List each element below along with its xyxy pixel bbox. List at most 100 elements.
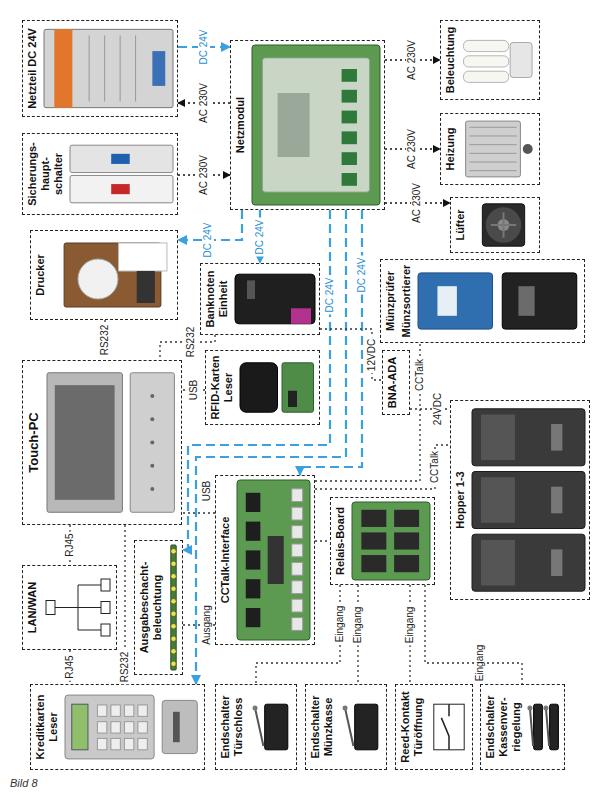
power-line xyxy=(196,210,346,684)
device-picture xyxy=(97,705,106,716)
device-picture xyxy=(120,35,121,101)
device-picture xyxy=(246,522,261,541)
device-illustration xyxy=(64,243,167,307)
device-picture xyxy=(97,738,106,749)
connector-label: CCTalk xyxy=(429,449,441,485)
device-picture xyxy=(54,29,72,107)
component-label: LAN/WAN xyxy=(23,566,39,649)
device-illustration xyxy=(46,579,110,636)
device-illustration xyxy=(235,274,315,324)
power-line xyxy=(183,210,330,550)
device-picture xyxy=(101,579,110,591)
signal-line xyxy=(410,408,450,409)
device-picture xyxy=(472,472,585,529)
device-picture xyxy=(550,704,559,750)
connector-label: DC 24V xyxy=(324,275,336,314)
connector-label: AC 230V xyxy=(406,38,418,82)
device-picture xyxy=(173,712,180,742)
device-picture xyxy=(138,738,147,749)
device-picture xyxy=(124,705,133,716)
connector-layer xyxy=(10,5,600,775)
device-picture xyxy=(78,630,101,631)
device-picture xyxy=(469,162,516,163)
device-picture xyxy=(101,602,110,614)
device-illustration xyxy=(252,45,380,205)
component-box: Beleuchtung xyxy=(440,20,540,100)
device-illustration xyxy=(466,121,533,177)
device-picture xyxy=(463,40,508,51)
component-label: Ausgabeschacht- beleuchtung xyxy=(135,541,164,674)
device-picture xyxy=(546,708,549,746)
signal-line xyxy=(256,585,340,684)
signal-line xyxy=(182,512,215,513)
device-picture xyxy=(288,391,297,407)
device-picture xyxy=(138,722,147,733)
connector-label: 24VDC xyxy=(432,391,444,427)
device-picture xyxy=(89,35,90,101)
device-picture xyxy=(246,579,261,598)
device-picture xyxy=(282,363,314,412)
device-picture xyxy=(292,507,303,520)
device-picture xyxy=(171,612,176,617)
device-picture xyxy=(342,131,357,144)
device-picture xyxy=(150,441,154,445)
component-box: Endschalter Türschloss xyxy=(215,684,297,770)
device-illustration xyxy=(527,704,558,750)
diagram-frame: Netzteil DC 24VNetzmodulSicherungs- haup… xyxy=(10,5,600,775)
device-picture xyxy=(171,599,176,604)
figure-caption: Bild 8 xyxy=(10,777,38,789)
connector-label: USB xyxy=(201,479,213,504)
device-picture xyxy=(394,532,419,549)
device-picture xyxy=(482,204,524,246)
device-picture xyxy=(111,184,130,194)
component-label: Touch-PC xyxy=(23,361,42,524)
device-picture xyxy=(138,705,147,716)
device-picture xyxy=(46,601,55,615)
device-picture xyxy=(434,704,464,750)
device-illustration xyxy=(171,545,176,670)
device-picture xyxy=(237,480,310,640)
device-picture xyxy=(469,127,516,128)
device-illustration xyxy=(240,363,314,412)
device-picture xyxy=(441,718,449,736)
device-picture xyxy=(342,111,357,124)
component-label: Münzprüfer xyxy=(381,260,397,342)
device-picture xyxy=(292,489,303,502)
device-picture xyxy=(235,274,315,324)
device-picture xyxy=(502,273,577,329)
component-box: Endschalter Kassenver- riegelung xyxy=(480,684,565,770)
device-picture xyxy=(78,585,101,586)
device-picture xyxy=(171,649,176,654)
device-picture xyxy=(394,555,419,572)
connector-label: RS232 xyxy=(119,650,131,685)
illustration-layer xyxy=(10,5,600,775)
device-picture xyxy=(472,409,585,466)
device-illustration xyxy=(47,373,174,513)
device-picture xyxy=(72,704,88,750)
connector-label: AC 230V xyxy=(198,153,210,197)
device-picture xyxy=(534,704,543,750)
component-box: Relais-Board xyxy=(330,497,435,585)
device-picture xyxy=(361,510,386,527)
device-picture xyxy=(292,562,303,575)
device-illustration xyxy=(472,409,585,591)
device-picture xyxy=(292,544,303,557)
device-picture xyxy=(240,363,278,412)
device-picture xyxy=(278,93,310,157)
device-picture xyxy=(65,695,154,759)
device-picture xyxy=(418,273,493,329)
device-picture xyxy=(551,549,562,576)
connector-label: Eingang xyxy=(474,643,486,684)
device-picture xyxy=(469,144,516,145)
device-picture xyxy=(150,487,154,491)
device-picture xyxy=(469,135,516,136)
component-label: Endschalter Türschloss xyxy=(216,685,245,769)
device-illustration xyxy=(44,29,173,107)
connector-label: AC 230V xyxy=(411,181,423,225)
component-box: Netzteil DC 24V xyxy=(22,20,178,117)
device-picture xyxy=(55,385,115,500)
component-label: CCTalk-Interface xyxy=(216,476,232,644)
component-label: BNA-ADA xyxy=(383,351,399,414)
device-picture xyxy=(472,534,585,591)
device-illustration xyxy=(70,145,173,203)
